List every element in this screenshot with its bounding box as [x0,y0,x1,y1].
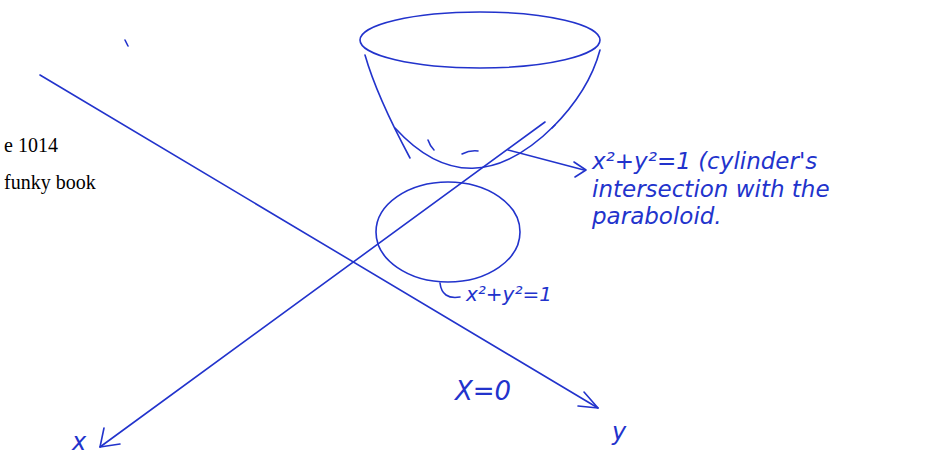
circle [376,182,520,282]
sketch-mark [428,140,434,150]
y-axis [40,75,598,408]
axis-label: x [72,428,86,457]
bowl-rim [360,12,600,68]
leader-line [508,150,584,170]
arrowhead [578,392,598,408]
page-note: funky book [4,170,96,194]
arrowhead [574,162,586,177]
leader-line [440,283,460,297]
sketch-mark [462,151,478,154]
equation: X=0 [455,376,511,407]
annotation: x²+y²=1 [466,282,552,306]
axis-label: y [612,418,626,447]
bowl-side [552,50,600,128]
bowl-side [365,55,410,158]
sketch-mark [125,40,128,46]
arrowhead [100,428,120,447]
annotation: x²+y²=1 (cylinder's intersection with th… [592,148,892,231]
page-note: e 1014 [4,133,58,157]
